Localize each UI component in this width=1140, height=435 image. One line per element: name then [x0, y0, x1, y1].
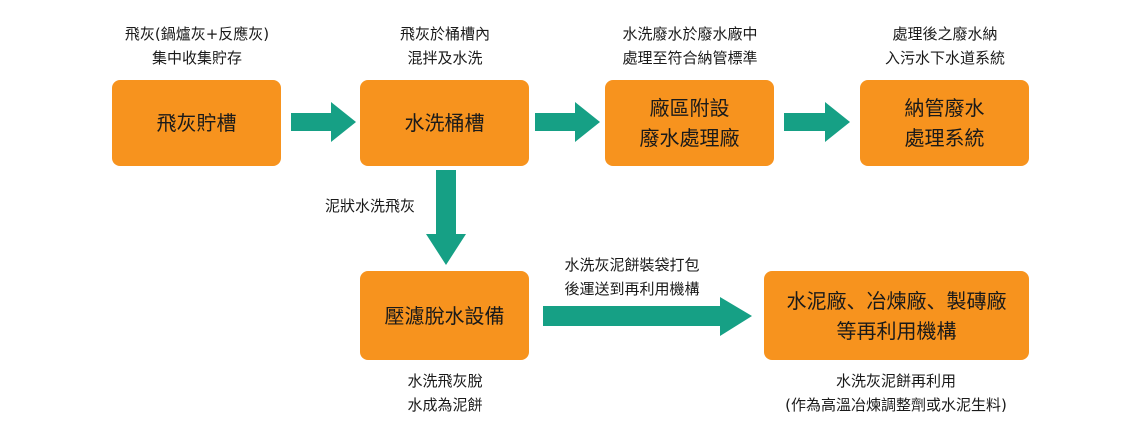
label-line: 後運送到再利用機構	[564, 280, 700, 298]
box-sewer-system: 納管廢水 處理系統	[860, 80, 1029, 166]
label-line: 處理後之廢水納	[892, 25, 998, 43]
label-long-arrow: 水洗灰泥餅裝袋打包 後運送到再利用機構	[537, 253, 727, 301]
label-above-storage: 飛灰(鍋爐灰+反應灰) 集中收集貯存	[97, 22, 297, 70]
arrow-wastewater-to-sewer	[784, 102, 850, 142]
label-below-filter: 水洗飛灰脫 水成為泥餅	[345, 369, 545, 417]
box-line: 處理系統	[904, 126, 985, 150]
label-line: 水洗灰泥餅裝袋打包	[564, 256, 700, 274]
box-line: 等再利用機構	[836, 318, 957, 343]
label-line: 混拌及水洗	[407, 49, 483, 67]
box-line: 水洗桶槽	[404, 111, 485, 135]
label-line: 入污水下水道系統	[884, 49, 1005, 67]
box-line: 廢水處理廠	[639, 126, 740, 150]
box-washing-tank: 水洗桶槽	[360, 80, 529, 166]
box-fly-ash-storage: 飛灰貯槽	[112, 80, 281, 166]
arrow-tank-to-wastewater	[535, 102, 600, 142]
box-line: 納管廢水	[904, 96, 985, 120]
label-line: 水洗飛灰脫	[407, 372, 483, 390]
label-above-sewer: 處理後之廢水納 入污水下水道系統	[845, 22, 1045, 70]
arrow-storage-to-tank	[291, 102, 356, 142]
label-down-arrow: 泥狀水洗飛灰	[300, 194, 440, 218]
label-above-tank: 飛灰於桶槽內 混拌及水洗	[345, 22, 545, 70]
label-line: 水成為泥餅	[407, 396, 483, 414]
label-line: 飛灰於桶槽內	[399, 25, 490, 43]
label-below-reuse: 水洗灰泥餅再利用 (作為高溫冶煉調整劑或水泥生料)	[746, 369, 1046, 417]
box-line: 廠區附設	[649, 96, 730, 120]
label-line: 水洗灰泥餅再利用	[835, 372, 956, 390]
box-line: 飛灰貯槽	[156, 111, 237, 135]
label-line: (作為高溫冶煉調整劑或水泥生料)	[785, 396, 1007, 414]
label-line: 水洗廢水於廢水廠中	[622, 25, 758, 43]
box-line: 壓濾脫水設備	[384, 303, 505, 328]
box-reuse-plants: 水泥廠、冶煉廠、製磚廠 等再利用機構	[764, 271, 1029, 360]
arrow-tank-to-filter	[426, 170, 466, 265]
label-above-wastewater: 水洗廢水於廢水廠中 處理至符合納管標準	[585, 22, 795, 70]
box-filter-press: 壓濾脫水設備	[360, 271, 529, 360]
label-line: 飛灰(鍋爐灰+反應灰)	[124, 25, 270, 43]
label-line: 處理至符合納管標準	[622, 49, 758, 67]
box-line: 水泥廠、冶煉廠、製磚廠	[786, 288, 1007, 313]
label-line: 集中收集貯存	[151, 49, 242, 67]
arrow-filter-to-reuse	[543, 297, 752, 336]
box-wastewater-plant: 廠區附設 廢水處理廠	[605, 80, 774, 166]
label-line: 泥狀水洗飛灰	[324, 197, 415, 215]
